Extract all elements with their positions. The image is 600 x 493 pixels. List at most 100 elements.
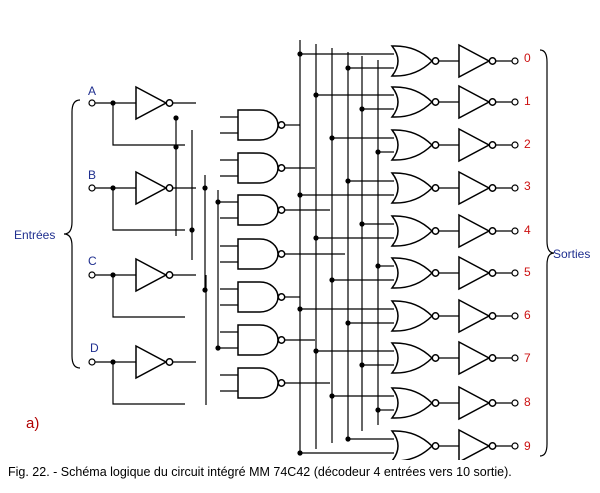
- nor-gate-0: [390, 45, 434, 77]
- input-inverter-a: [135, 85, 168, 121]
- output-inverter-1: [458, 84, 491, 120]
- junction-dot: [297, 450, 303, 456]
- nor-gate-5-bubble: [431, 269, 440, 277]
- nor-gate-4: [390, 215, 434, 247]
- input-direct-b: [112, 188, 185, 231]
- input-inverter-b: [135, 170, 168, 206]
- output-pin-9: [511, 442, 519, 450]
- input-inverter-c: [135, 257, 168, 293]
- nor-gate-7: [390, 342, 434, 374]
- nand-gate-2-bubble: [277, 164, 286, 172]
- junction-dot: [345, 65, 351, 71]
- nor-gate-2-bubble: [431, 141, 440, 149]
- nand-gate-6: [237, 324, 279, 356]
- nand-gate-1: [237, 109, 279, 141]
- output-pin-4: [511, 227, 519, 235]
- input-label-d: D: [90, 341, 99, 355]
- nor-gate-1-bubble: [431, 98, 440, 106]
- nand-gate-7: [237, 367, 279, 399]
- junction-dot: [110, 185, 116, 191]
- nor-gate-1: [390, 86, 434, 118]
- output-label-9: 9: [524, 439, 531, 453]
- nor-gate-2: [390, 129, 434, 161]
- junction-dot: [313, 235, 319, 241]
- junction-dot: [215, 345, 221, 351]
- output-inverter-3: [458, 170, 491, 206]
- output-inverter-2-bubble: [488, 141, 497, 149]
- input-pin-d: [88, 358, 96, 366]
- part-label: a): [26, 415, 39, 432]
- nand-gate-7-bubble: [277, 379, 286, 387]
- junction-dot: [329, 135, 335, 141]
- wiring: [92, 40, 515, 455]
- output-inverter-3-bubble: [488, 184, 497, 192]
- output-label-6: 6: [524, 308, 531, 322]
- outputs-brace: [539, 49, 555, 457]
- output-inverter-7: [458, 340, 491, 376]
- output-label-4: 4: [524, 223, 531, 237]
- junction-dot: [359, 362, 365, 368]
- junction-dot: [359, 221, 365, 227]
- nand-gate-3-bubble: [277, 206, 286, 214]
- junction-dot: [215, 199, 221, 205]
- nor-gate-0-bubble: [431, 57, 440, 65]
- output-label-0: 0: [524, 51, 531, 65]
- junction-dot: [202, 185, 208, 191]
- input-label-c: C: [88, 254, 97, 268]
- junction-dot: [375, 407, 381, 413]
- output-inverter-1-bubble: [488, 98, 497, 106]
- input-direct-c: [112, 275, 185, 318]
- nand-gate-5: [237, 281, 279, 313]
- output-inverter-7-bubble: [488, 354, 497, 362]
- output-inverter-6-bubble: [488, 312, 497, 320]
- output-inverter-6: [458, 298, 491, 334]
- output-inverter-2: [458, 127, 491, 163]
- nor-gate-9: [390, 430, 434, 460]
- logic-gates: [135, 43, 497, 460]
- output-inverter-9: [458, 428, 491, 460]
- output-pin-8: [511, 399, 519, 407]
- input-inverter-a-bubble: [165, 99, 174, 107]
- output-label-1: 1: [524, 94, 531, 108]
- decoder-schematic: Entrées Sorties A B C D 0 1 2 3 4 5 6 7 …: [14, 40, 590, 460]
- nor-gate-3: [390, 172, 434, 204]
- figure-caption: Fig. 22. - Schéma logique du circuit int…: [8, 465, 512, 479]
- nor-gate-6-bubble: [431, 312, 440, 320]
- junction-dot: [375, 263, 381, 269]
- output-pin-1: [511, 98, 519, 106]
- junction-dot: [345, 178, 351, 184]
- input-inverter-d-bubble: [165, 358, 174, 366]
- inputs-label: Entrées: [14, 228, 55, 242]
- output-pin-0: [511, 57, 519, 65]
- junction-dot: [173, 115, 179, 121]
- nor-gate-8-bubble: [431, 399, 440, 407]
- output-label-7: 7: [524, 351, 531, 365]
- output-inverter-8-bubble: [488, 399, 497, 407]
- output-inverter-5-bubble: [488, 269, 497, 277]
- junction-dot: [375, 149, 381, 155]
- nor-gate-3-bubble: [431, 184, 440, 192]
- input-direct-a: [112, 103, 185, 146]
- output-label-8: 8: [524, 395, 531, 409]
- input-pin-b: [88, 184, 96, 192]
- output-inverter-0-bubble: [488, 57, 497, 65]
- junction-dot: [202, 287, 208, 293]
- nand-gate-1-bubble: [277, 121, 286, 129]
- nand-gate-4: [237, 238, 279, 270]
- junction-dot: [329, 393, 335, 399]
- nand-gate-3: [237, 194, 279, 226]
- outputs-label: Sorties: [553, 247, 590, 261]
- nor-gate-8: [390, 387, 434, 419]
- output-pin-2: [511, 141, 519, 149]
- input-label-b: B: [88, 168, 96, 182]
- nand-gate-4-bubble: [277, 250, 286, 258]
- nand-gate-2: [237, 152, 279, 184]
- input-pin-c: [88, 271, 96, 279]
- junction-dot: [110, 359, 116, 365]
- input-inverter-c-bubble: [165, 271, 174, 279]
- input-inverter-d: [135, 344, 168, 380]
- junction-dot: [313, 92, 319, 98]
- nand-gate-6-bubble: [277, 336, 286, 344]
- nor-gate-9-bubble: [431, 442, 440, 450]
- output-inverter-4-bubble: [488, 227, 497, 235]
